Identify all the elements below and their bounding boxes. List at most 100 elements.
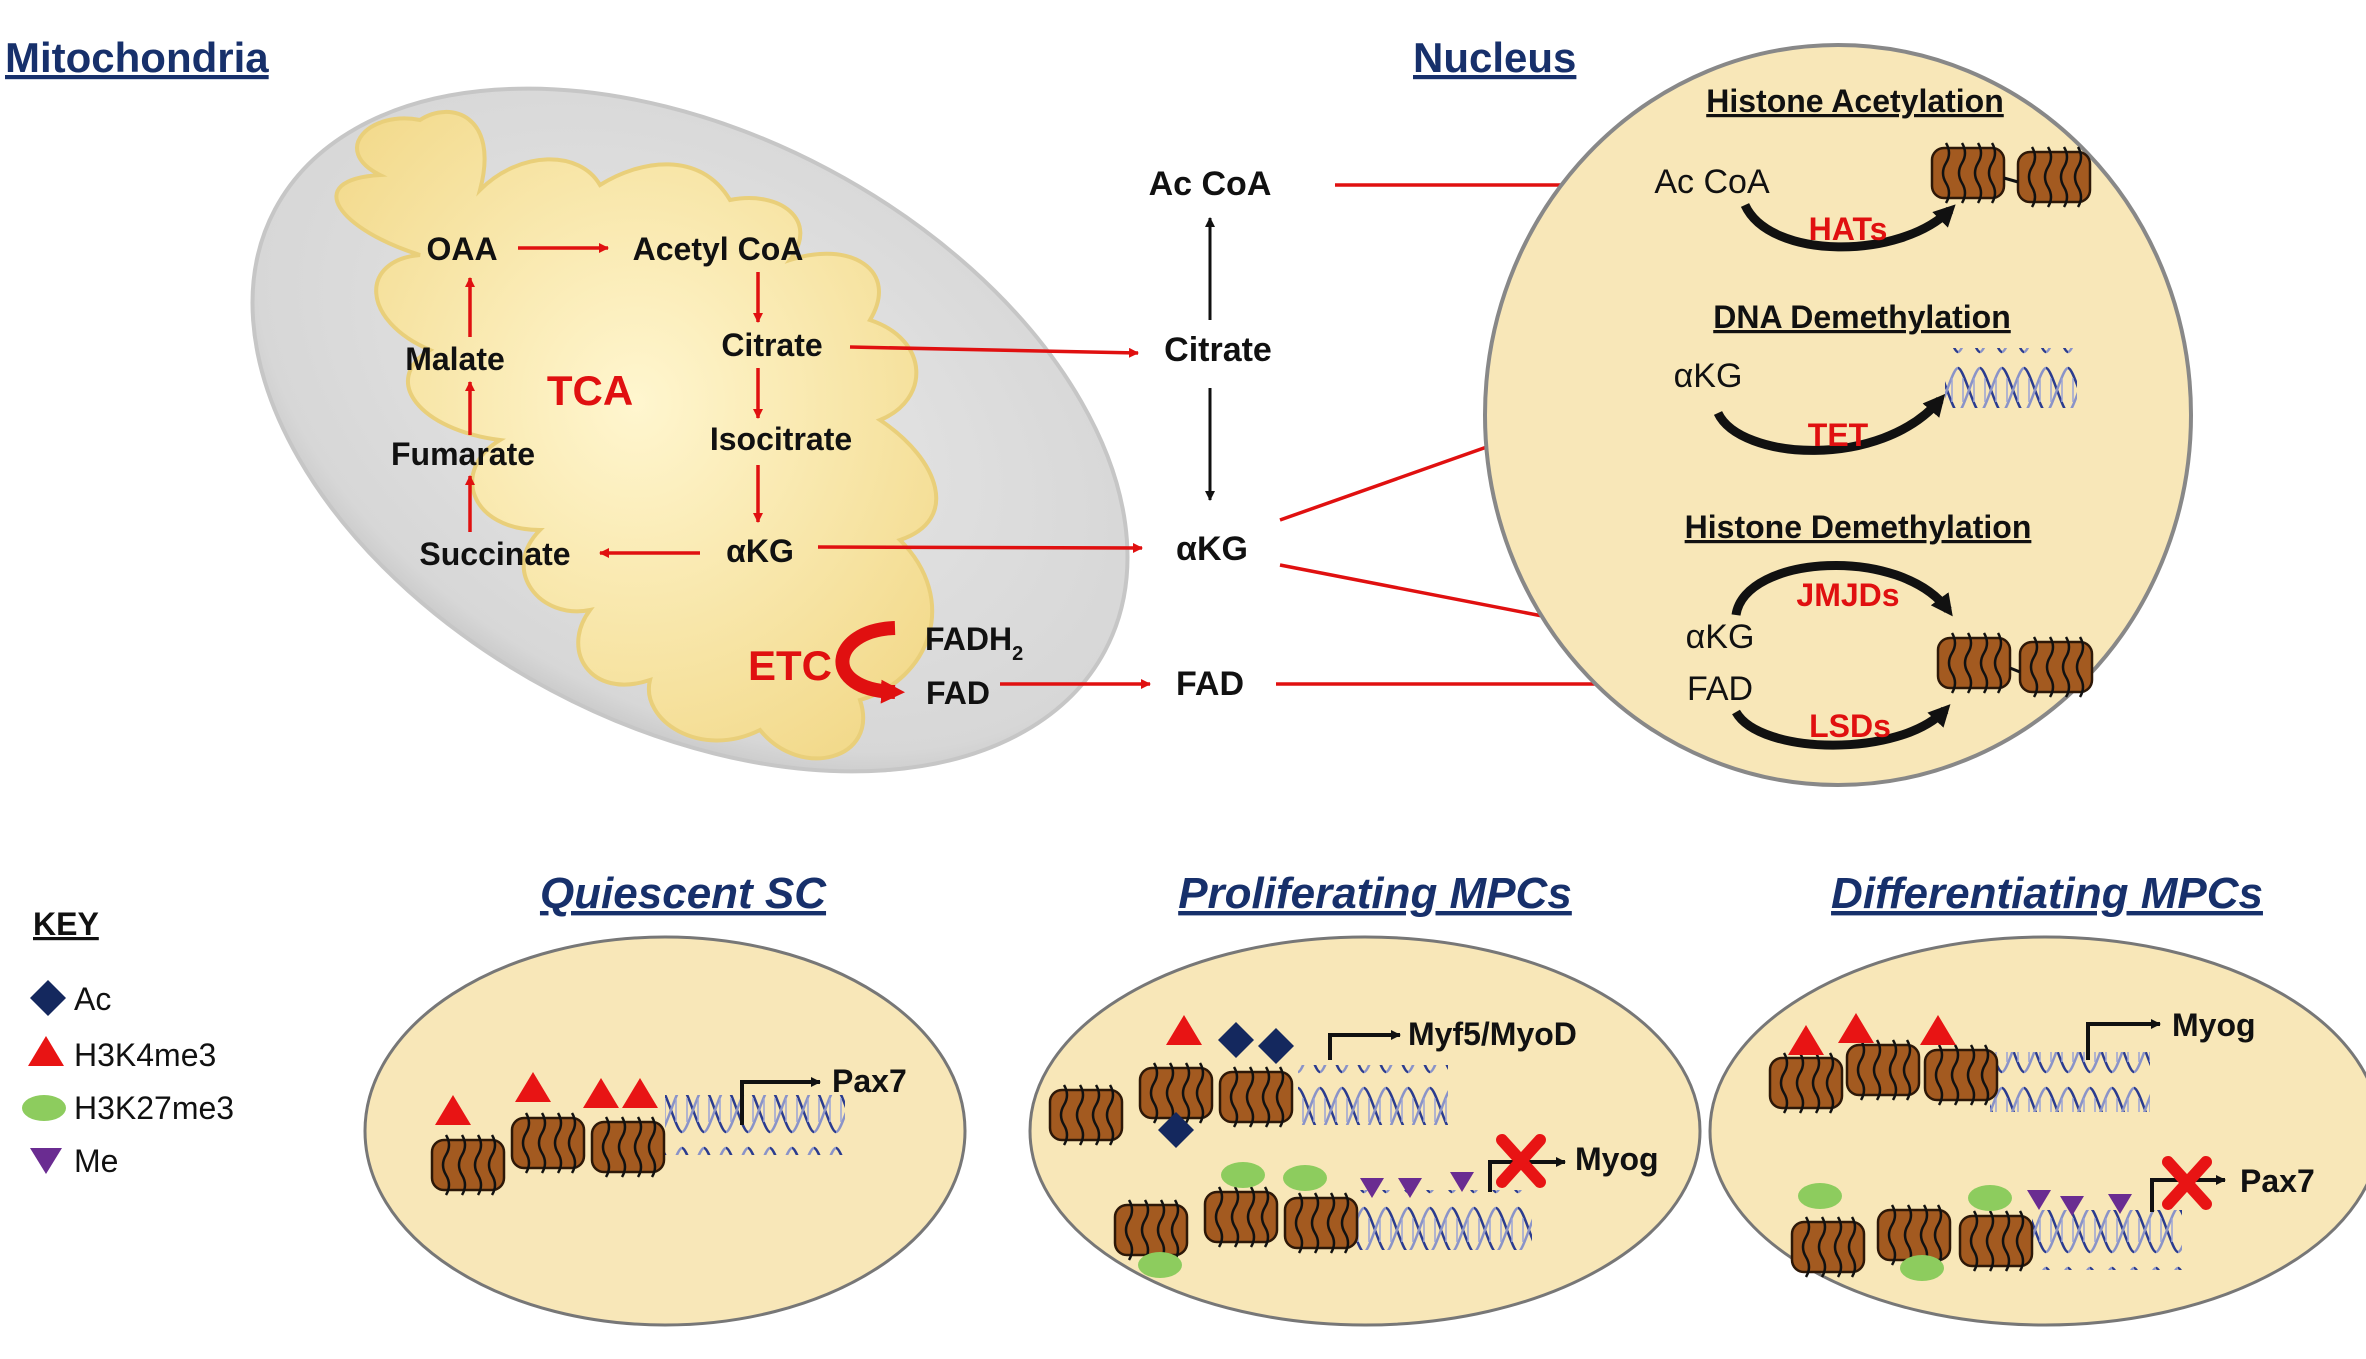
cell-nucleus xyxy=(1708,935,2366,1327)
demethylation-nucleosomes xyxy=(1936,632,2094,698)
mitochondria-title: Mitochondria xyxy=(5,34,269,81)
histone-acetylation-title: Histone Acetylation xyxy=(1706,83,2004,119)
mitochondrion-matrix xyxy=(334,110,939,761)
key-label-ac: Ac xyxy=(74,981,111,1017)
h3k27me3-mark xyxy=(1138,1252,1182,1278)
h3k4me3-mark xyxy=(1788,1025,1824,1055)
cell-nucleus xyxy=(1028,935,1702,1327)
transcription-arrow xyxy=(2150,1175,2226,1212)
citrate-label: Citrate xyxy=(721,327,822,363)
malate-label: Malate xyxy=(405,341,505,377)
h3k4me3-mark xyxy=(583,1078,619,1108)
nucleosome xyxy=(1218,1066,1294,1128)
nucleosome xyxy=(1930,142,2006,204)
mitochondrion: OAA Acetyl CoA Citrate Isocitrate αKG Su… xyxy=(250,86,1130,774)
fadh2-label: FADH2 xyxy=(925,621,1023,665)
fumarate-label: Fumarate xyxy=(391,436,535,472)
etc-curved-arrow xyxy=(835,621,905,704)
transcription-arrow xyxy=(1488,1157,1566,1192)
key-label-h3k4me3: H3K4me3 xyxy=(74,1037,216,1073)
me-mark xyxy=(2060,1196,2084,1216)
differentiating-mpcs-cell: Myog Pax7 xyxy=(1708,935,2366,1327)
fad-lsd-label: FAD xyxy=(1687,670,1753,708)
proliferating-mpcs-cell: Myf5/MyoD Myog xyxy=(1028,935,1702,1327)
akg-cyto-label: αKG xyxy=(1176,530,1248,568)
hat-reaction-arrow xyxy=(1740,202,1956,252)
quiescent-sc-title: Quiescent SC xyxy=(540,869,827,918)
nucleosome xyxy=(1283,1192,1359,1254)
transcription-arrow xyxy=(1328,1030,1401,1060)
h3k27me3-mark xyxy=(1968,1185,2012,1211)
tet-label: TET xyxy=(1808,417,1869,453)
tca-label: TCA xyxy=(547,367,633,414)
nucleus-title: Nucleus xyxy=(1413,34,1576,81)
akg-mito-label: αKG xyxy=(726,533,794,569)
ac-mark xyxy=(1218,1022,1254,1058)
akg-tet-label: αKG xyxy=(1674,357,1743,395)
nucleosome xyxy=(1876,1204,1952,1266)
histone-demethylation-title: Histone Demethylation xyxy=(1685,509,2032,545)
nucleosome xyxy=(430,1134,506,1196)
gene-label-myog-active: Myog xyxy=(2172,1007,2256,1043)
h3k4me3-mark xyxy=(1166,1015,1202,1045)
transcription-arrow xyxy=(2086,1019,2161,1060)
isocitrate-label: Isocitrate xyxy=(710,421,852,457)
triangle-icon xyxy=(28,1036,64,1066)
nucleosome xyxy=(2018,636,2094,698)
dna-demethylation-title: DNA Demethylation xyxy=(1713,299,2011,335)
dna-helix xyxy=(1298,1065,1448,1125)
fad-mito-label: FAD xyxy=(926,675,990,711)
nucleosome xyxy=(1113,1199,1189,1261)
lsd-reaction-arrow xyxy=(1732,704,1951,750)
repressed-cross-icon xyxy=(2162,1156,2212,1210)
acetylation-nucleosomes xyxy=(1930,142,2092,208)
dna-helix xyxy=(2032,1210,2182,1270)
succinate-label: Succinate xyxy=(419,536,570,572)
me-mark xyxy=(2027,1190,2051,1210)
ellipse-icon xyxy=(22,1095,66,1121)
proliferating-mpcs-title: Proliferating MPCs xyxy=(1178,869,1572,918)
nucleosome xyxy=(1048,1084,1124,1146)
nucleosome xyxy=(2016,146,2092,208)
dna-helix xyxy=(1352,1190,1532,1250)
h3k4me3-mark xyxy=(515,1072,551,1102)
nucleosome xyxy=(510,1112,586,1174)
acetyl-coa-label: Acetyl CoA xyxy=(633,231,804,267)
jmjds-label: JMJDs xyxy=(1796,577,1899,613)
key-label-h3k27me3: H3K27me3 xyxy=(74,1090,234,1126)
lsds-label: LSDs xyxy=(1809,708,1891,744)
gene-label-myf5-myod: Myf5/MyoD xyxy=(1408,1016,1577,1052)
oaa-label: OAA xyxy=(426,231,497,267)
differentiating-mpcs-title: Differentiating MPCs xyxy=(1831,869,2263,918)
me-mark xyxy=(2108,1194,2132,1214)
h3k4me3-mark xyxy=(435,1095,471,1125)
h3k27me3-mark xyxy=(1798,1183,1842,1209)
cytosol-metabolites: Ac CoA Citrate αKG FAD xyxy=(817,165,1641,703)
citrate-cyto-label: Citrate xyxy=(1164,331,1272,369)
me-mark xyxy=(1450,1172,1474,1192)
repressed-cross-icon xyxy=(1496,1134,1546,1188)
key-legend: KEY Ac H3K4me3 H3K27me3 Me xyxy=(22,906,234,1179)
jmjd-reaction-arrow xyxy=(1731,561,1953,617)
h3k4me3-mark xyxy=(1920,1015,1956,1045)
akg-export-arrow xyxy=(817,542,1143,553)
accoa-nucleus-label: Ac CoA xyxy=(1654,163,1770,201)
h3k4me3-mark xyxy=(622,1078,658,1108)
ac-mark xyxy=(1158,1112,1194,1148)
quiescent-sc-cell: Pax7 xyxy=(363,935,967,1327)
nucleosome xyxy=(1936,632,2012,694)
chromatin xyxy=(430,1072,666,1196)
me-mark xyxy=(1398,1178,1422,1198)
unmethylated-dna xyxy=(1945,348,2077,408)
tet-reaction-arrow xyxy=(1713,393,1946,455)
nucleus-envelope xyxy=(1483,43,2193,787)
ac-mark xyxy=(1258,1028,1294,1064)
dna-helix xyxy=(1990,1052,2150,1112)
dna-helix xyxy=(665,1095,845,1155)
nucleosome xyxy=(1958,1210,2034,1272)
transcription-arrow xyxy=(740,1077,821,1125)
gene-label-pax7: Pax7 xyxy=(832,1063,907,1099)
h3k27me3-mark xyxy=(1900,1255,1944,1281)
key-label-me: Me xyxy=(74,1143,118,1179)
